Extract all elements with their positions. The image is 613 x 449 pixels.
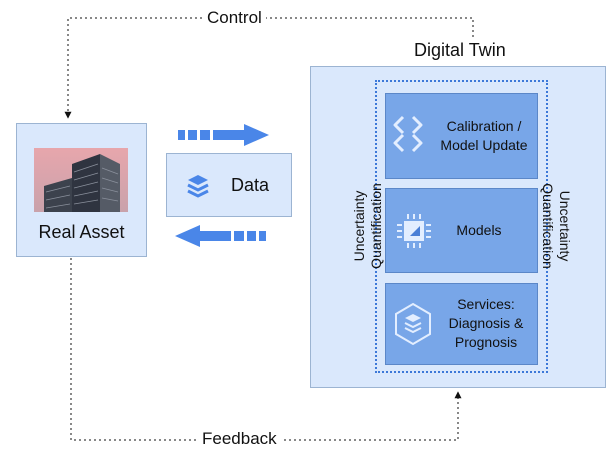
models-box: Models <box>385 188 538 273</box>
uncertainty-quantification-right: Uncertainty Quantification <box>540 183 573 269</box>
real-asset-label: Real Asset <box>38 222 125 242</box>
services-box: Services: Diagnosis & Prognosis <box>385 283 538 365</box>
calibration-label: Calibration / Model Update <box>440 118 528 153</box>
digital-twin-title: Digital Twin <box>414 40 506 60</box>
services-icon <box>395 302 431 346</box>
models-label: Models <box>456 222 502 238</box>
calibration-icon <box>393 115 423 153</box>
control-label: Control <box>203 8 266 28</box>
data-box: Data <box>166 153 292 217</box>
uncertainty-boundary <box>375 80 548 373</box>
uncertainty-quantification-left: Uncertainty Quantification <box>351 183 384 269</box>
control-line <box>64 17 474 119</box>
calibration-box: Calibration / Model Update <box>385 93 538 179</box>
services-label: Services: Diagnosis & Prognosis <box>448 296 524 350</box>
building-photo <box>34 148 128 212</box>
arrow-right-icon <box>178 124 269 146</box>
chip-icon <box>397 214 431 248</box>
real-asset-box: Real Asset <box>16 123 147 257</box>
database-layers-icon <box>187 175 209 198</box>
data-label: Data <box>231 175 270 195</box>
feedback-label: Feedback <box>198 429 281 449</box>
arrow-left-icon <box>175 225 266 247</box>
